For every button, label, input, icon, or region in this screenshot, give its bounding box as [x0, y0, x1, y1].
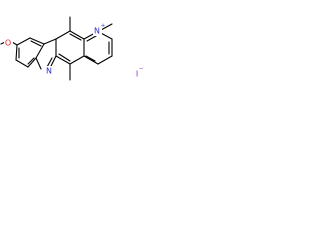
bond-n-methyl: [100, 23, 113, 31]
bond-inner: [69, 33, 82, 41]
atom-n-indole: N: [46, 67, 52, 76]
bond: [55, 30, 71, 40]
charge-plus: +: [101, 23, 106, 29]
bond: [55, 55, 71, 65]
bond-inner: [85, 55, 96, 62]
atom-labels: N + N O I −: [4, 23, 144, 79]
bond-lines: [0, 16, 113, 81]
bond-inner: [27, 57, 35, 65]
bond-inner: [86, 35, 97, 42]
bond-inner: [46, 57, 53, 68]
bond-inner: [58, 53, 71, 62]
bond: [35, 57, 42, 70]
bond-inner: [30, 40, 42, 47]
bond: [29, 37, 45, 45]
atom-n-pyridinium: N: [94, 27, 100, 36]
bond: [69, 30, 85, 40]
bond: [97, 55, 113, 65]
bond: [43, 38, 57, 45]
bond: [69, 55, 85, 65]
atom-iodide: I: [136, 70, 138, 79]
bond: [83, 55, 99, 65]
bond: [15, 44, 18, 61]
chemical-structure: N + N O I −: [0, 16, 144, 81]
bond: [27, 57, 37, 68]
bond: [15, 59, 29, 68]
charge-minus: −: [139, 66, 144, 72]
atom-o-methoxy: O: [5, 39, 11, 48]
bond: [16, 37, 31, 46]
bond: [35, 43, 45, 59]
